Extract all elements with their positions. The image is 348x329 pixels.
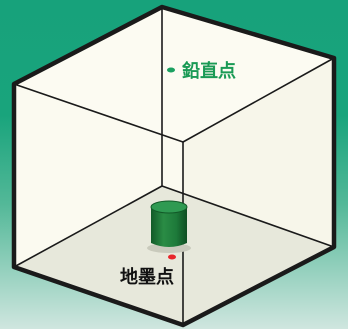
plumb-point-dot xyxy=(167,67,175,73)
ground-point-label: 地墨点 xyxy=(120,266,174,288)
plumb-point-marker: 鉛直点 xyxy=(167,60,236,82)
floor-back-right-edge xyxy=(161,185,335,248)
laser-level-device xyxy=(147,200,191,253)
ceiling-left-edge xyxy=(13,83,184,143)
plumb-point-label: 鉛直点 xyxy=(182,60,236,82)
device-body xyxy=(151,207,187,247)
ceiling xyxy=(14,7,334,142)
floor-back-left-edge xyxy=(13,185,163,268)
ground-point-dot xyxy=(168,254,176,260)
ceiling-right-edge xyxy=(182,57,335,143)
device-top xyxy=(150,200,188,214)
ground-point-marker: 地墨点 xyxy=(120,254,176,288)
room-outline xyxy=(11,4,337,328)
